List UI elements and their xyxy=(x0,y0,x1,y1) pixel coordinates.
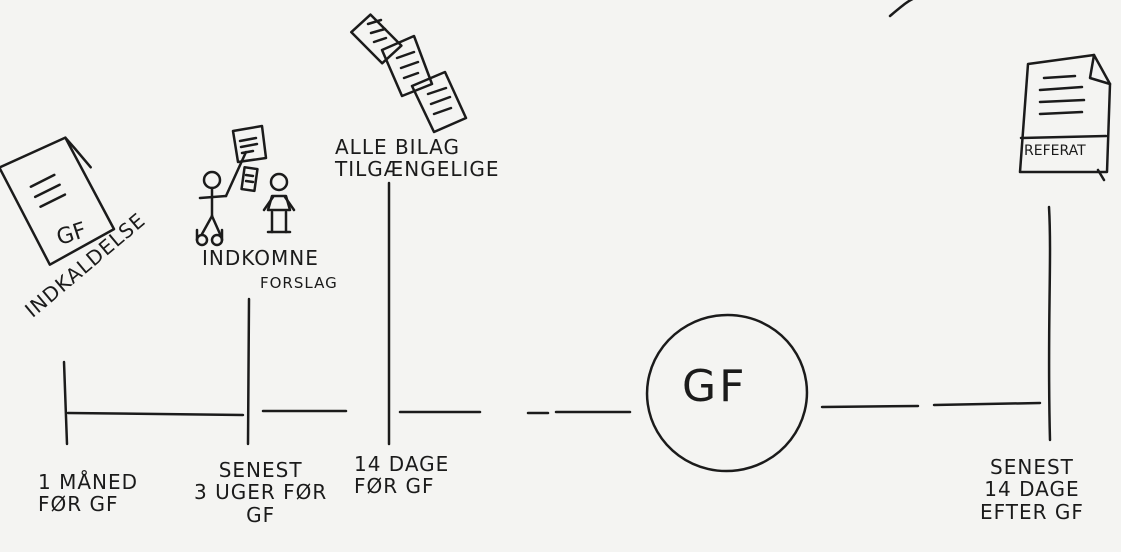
referat-document-icon xyxy=(1018,53,1112,182)
referat-document-label: REFERAT xyxy=(1024,143,1086,159)
milestone-tick-2 xyxy=(246,297,251,446)
three-weeks-before-label: SENEST 3 UGER FØR GF xyxy=(194,458,328,527)
milestone-tick-5 xyxy=(1047,205,1052,442)
timeline-line-segment xyxy=(66,411,245,417)
timeline-line-segment xyxy=(932,401,1042,407)
gf-circle xyxy=(645,313,809,473)
timeline-line-segment xyxy=(820,404,920,409)
gf-circle-label: GF xyxy=(682,361,748,412)
milestone-tick-1 xyxy=(62,360,69,446)
invitation-document-icon xyxy=(0,136,116,266)
attachments-label: ALLE BILAG TILGÆNGELIGE xyxy=(335,135,500,182)
fourteen-days-after-label: SENEST 14 DAGE EFTER GF xyxy=(980,455,1084,524)
documents-stack-icon xyxy=(350,13,468,134)
one-month-before-label: 1 MÅNED FØR GF xyxy=(38,470,139,517)
proposals-label: INDKOMNE xyxy=(202,246,319,270)
proposals-sub-label: FORSLAG xyxy=(260,274,338,292)
partial-stroke xyxy=(888,0,914,18)
people-figures-icon xyxy=(195,124,296,247)
fourteen-days-before-label: 14 DAGE FØR GF xyxy=(354,452,450,499)
